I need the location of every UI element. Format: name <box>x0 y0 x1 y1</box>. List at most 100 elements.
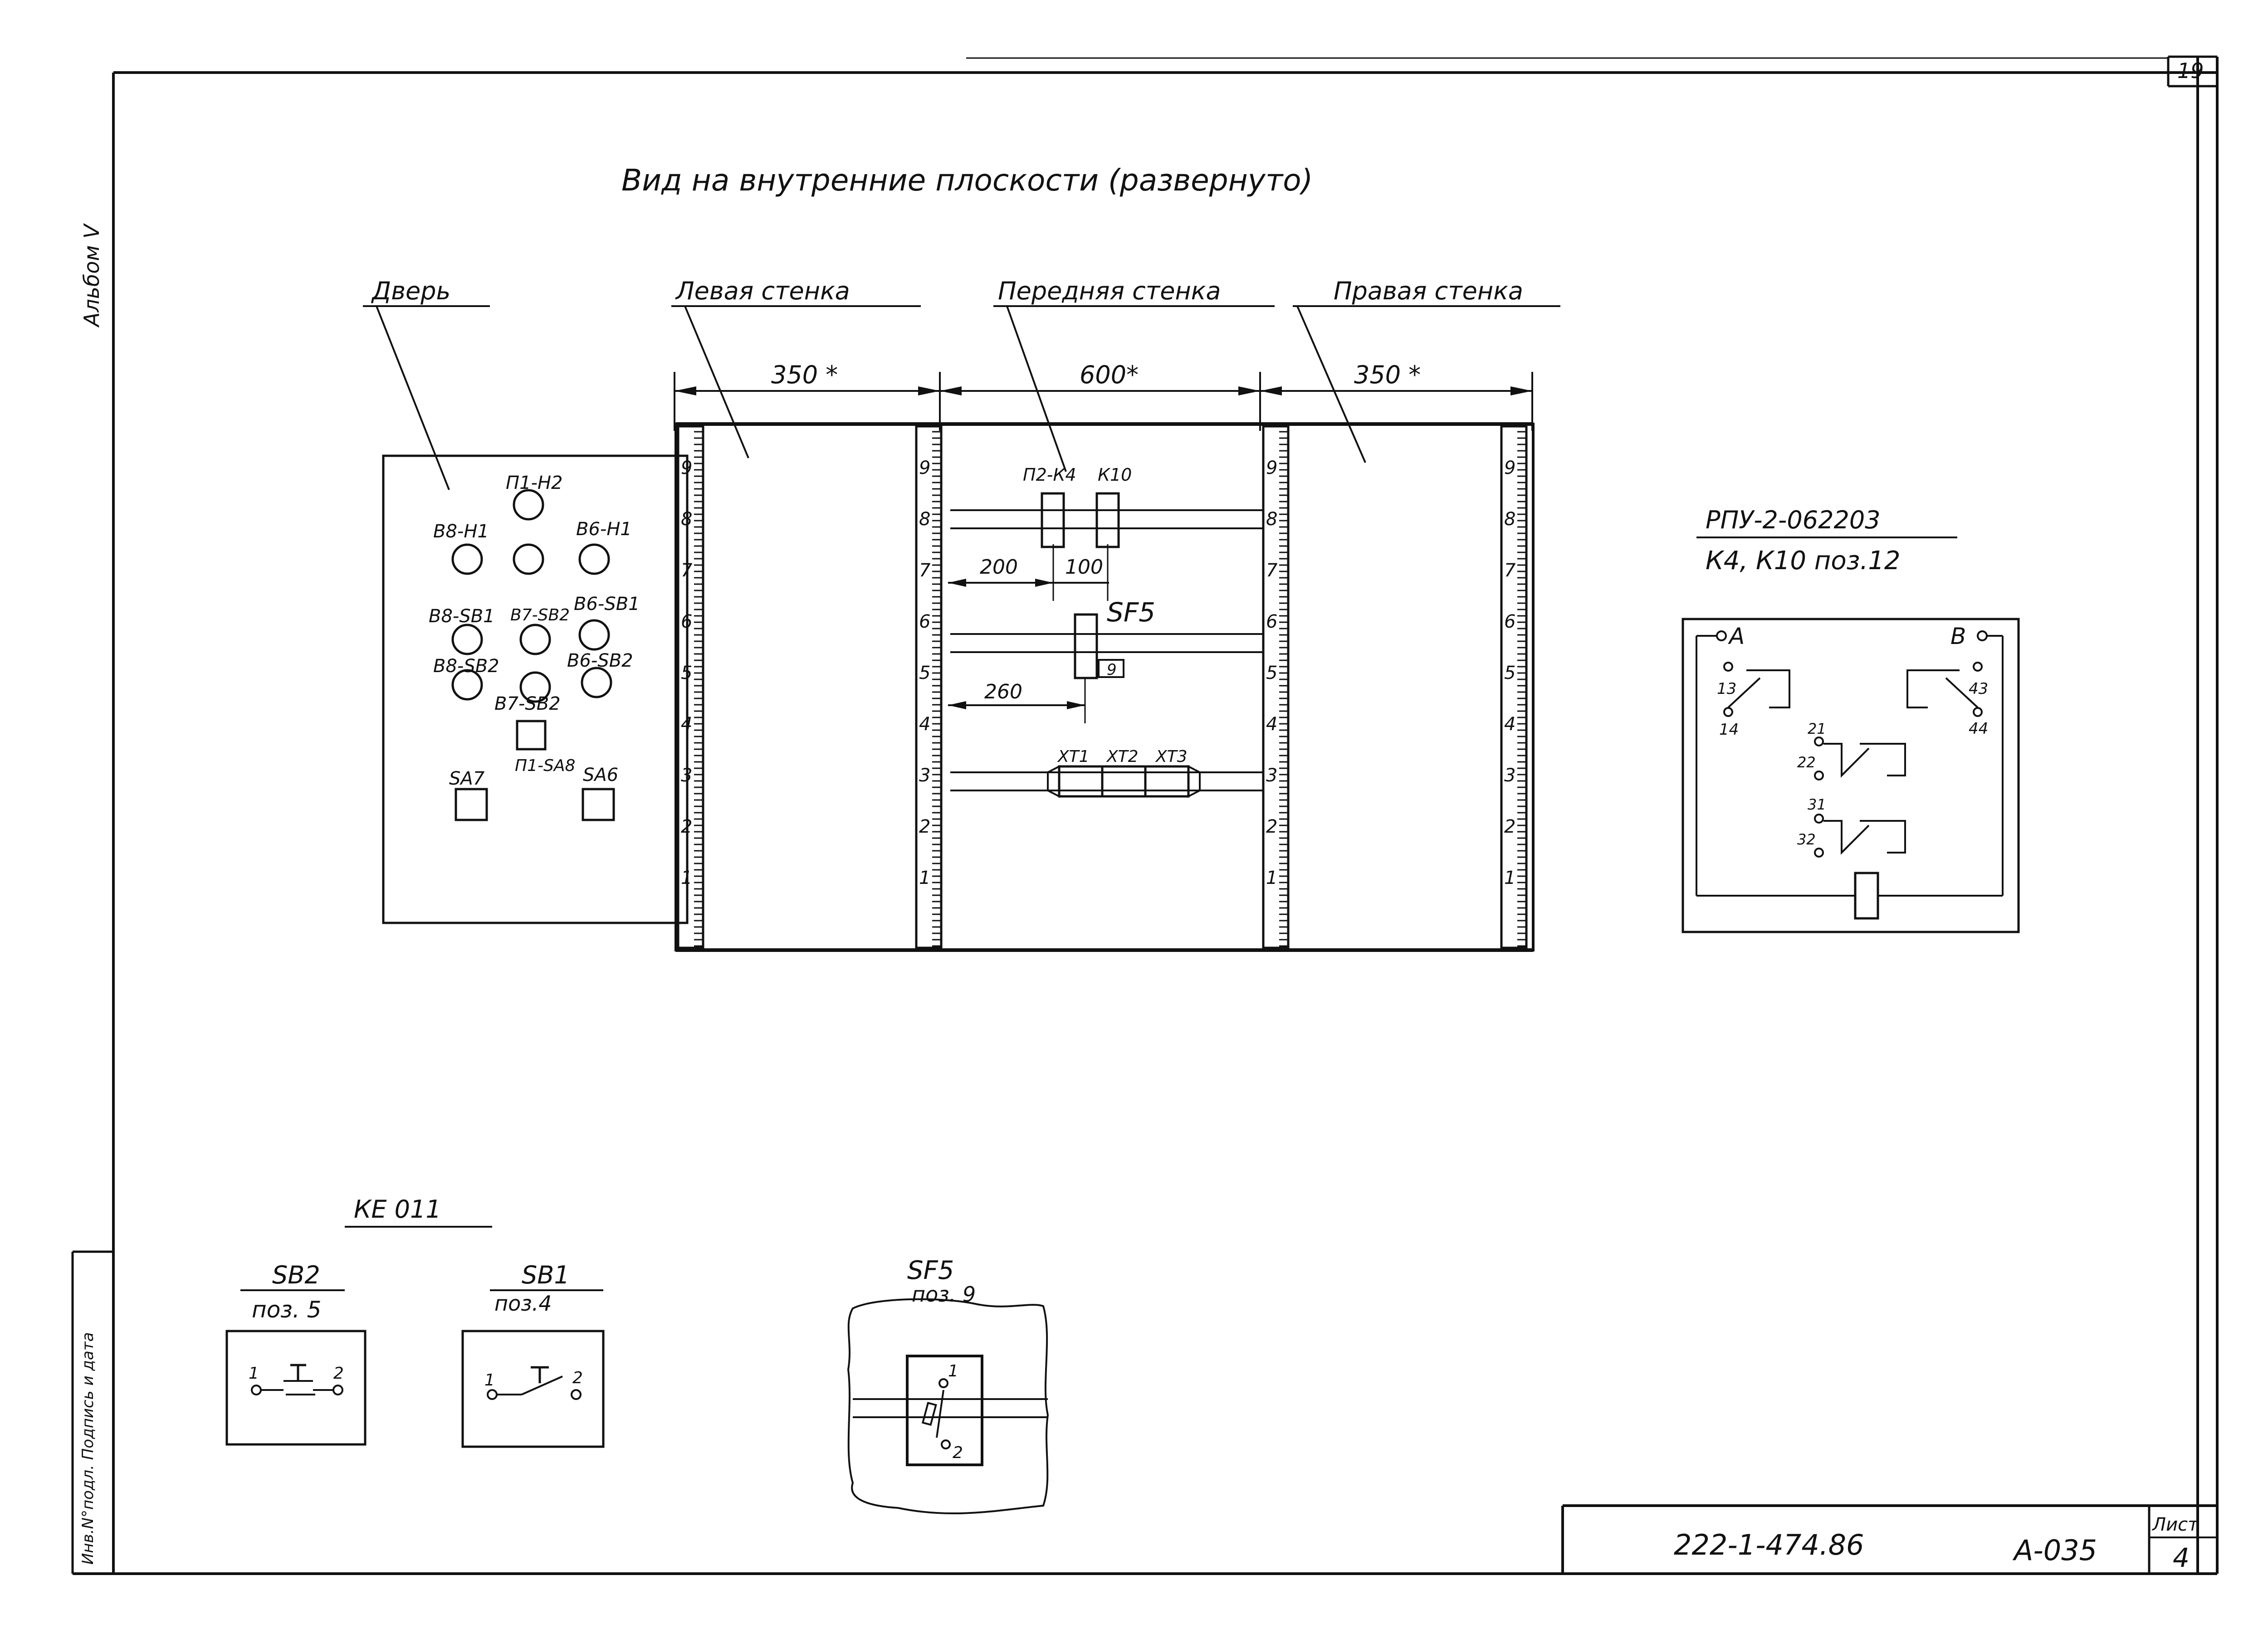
switch-sa6 <box>582 788 615 821</box>
rail-number: 1 <box>681 868 692 888</box>
rail-number: 5 <box>1266 663 1277 683</box>
sheet-label: Лист <box>2151 1514 2199 1535</box>
rail-number: 9 <box>1504 458 1515 478</box>
dim-100: 100 <box>1065 556 1103 579</box>
door-panel <box>382 454 689 924</box>
rail-number: 3 <box>919 765 930 786</box>
dim-right-350: 350 * <box>1354 361 1421 389</box>
rail-number: 2 <box>1266 816 1277 837</box>
relay-t32: 32 <box>1797 831 1816 848</box>
label-sa6: SA6 <box>583 765 618 785</box>
label-b6-sb2: В6-SB2 <box>567 650 633 671</box>
relay-t21: 21 <box>1808 720 1826 737</box>
front-terminals <box>1047 765 1201 798</box>
top-dimensions <box>674 372 1533 431</box>
sheet-number: 19 <box>2177 59 2204 83</box>
sb2-pos: поз. 5 <box>252 1297 321 1323</box>
doc-code: А-035 <box>2012 1534 2097 1567</box>
rail-strip-4 <box>1500 425 1528 949</box>
rail-number: 7 <box>1504 560 1516 581</box>
rail-number: 8 <box>919 509 930 530</box>
button-b8-sb1 <box>451 624 483 655</box>
title-block <box>1561 1504 2217 1574</box>
label-xt1: XT1 <box>1057 747 1090 766</box>
door-label: Дверь <box>371 277 450 305</box>
label-sa7: SA7 <box>449 768 485 789</box>
rail-number: 6 <box>919 611 930 632</box>
button-series: КЕ 011 <box>354 1195 441 1224</box>
label-b7-sb2-top: В7-SB2 <box>510 606 570 624</box>
rail-number: 6 <box>1504 611 1515 632</box>
sb1-t2: 2 <box>572 1369 583 1387</box>
rail-number: 5 <box>919 663 930 683</box>
relay-t31: 31 <box>1808 796 1826 813</box>
rail-number: 7 <box>1266 560 1278 581</box>
rail-number: 6 <box>681 611 692 632</box>
label-xt3: XT3 <box>1155 747 1188 766</box>
relay-items: К4, К10 поз.12 <box>1706 546 1901 576</box>
sheet-no: 4 <box>2173 1542 2190 1573</box>
dim-200: 200 <box>980 556 1018 579</box>
sheet-frame <box>71 55 2219 1575</box>
rail-number: 1 <box>1504 868 1515 888</box>
rail-number: 2 <box>681 816 692 837</box>
breaker-t2: 2 <box>953 1444 963 1462</box>
rail-number: 1 <box>919 868 930 888</box>
relay-t13: 13 <box>1717 680 1736 698</box>
side-stamp-label: Инв.N°подл. Подпись и дата <box>79 1332 97 1565</box>
dim-left-350: 350 * <box>771 361 838 389</box>
lamp-center-h <box>513 543 544 575</box>
rail-number: 8 <box>1266 509 1277 530</box>
rail-number: 7 <box>919 560 931 581</box>
label-b8-sb1: В8-SB1 <box>429 606 495 627</box>
label-b6-sb1: В6-SB1 <box>574 594 640 615</box>
sb1-t1: 1 <box>484 1371 495 1390</box>
relay-terminal-a: A <box>1728 623 1745 649</box>
relay-p2-k4 <box>1041 492 1065 548</box>
rail-number: 8 <box>681 509 692 530</box>
label-b6-h1: В6-Н1 <box>576 519 632 540</box>
dim-front-600: 600* <box>1080 361 1139 389</box>
rail-number: 9 <box>919 458 930 478</box>
sb1-label: SB1 <box>522 1261 570 1289</box>
lamp-b6-h1 <box>578 543 610 575</box>
relay-t14: 14 <box>1719 721 1739 739</box>
rail-number: 5 <box>1504 663 1515 683</box>
panel-labels: Дверь Левая стенка Передняя стенка Права… <box>363 277 1560 490</box>
sb2-symbol <box>225 1330 367 1446</box>
switch-sa7 <box>455 788 488 821</box>
rail-number: 1 <box>1266 868 1277 888</box>
rail-strip-2 <box>915 425 943 949</box>
relay-k10 <box>1095 492 1120 548</box>
relay-coil <box>1854 872 1879 920</box>
breaker-sf5-tag <box>1098 659 1124 678</box>
rail-number: 7 <box>681 560 693 581</box>
label-b8-h1: В8-Н1 <box>433 521 489 542</box>
rail-strip-1 <box>677 425 704 949</box>
rail-number: 8 <box>1504 509 1515 530</box>
rail-number: 2 <box>1504 816 1515 837</box>
dim-260: 260 <box>984 680 1022 703</box>
rail-strip-3 <box>1262 425 1290 949</box>
right-wall-label: Правая стенка <box>1334 277 1523 305</box>
sb2-label: SB2 <box>272 1261 320 1289</box>
button-b7-sb2-top <box>519 624 551 655</box>
relay-terminal-b: B <box>1950 623 1966 649</box>
sb1-symbol <box>461 1330 605 1448</box>
left-wall-label: Левая стенка <box>675 277 850 305</box>
rail-number: 4 <box>1266 714 1277 735</box>
label-pos9: 9 <box>1107 661 1117 679</box>
album-label: Альбом V <box>79 223 104 328</box>
walls-outline <box>675 422 1535 952</box>
drawing-title: Вид на внутренние плоскости (развернуто) <box>621 163 1313 198</box>
label-p2-k4: П2-К4 <box>1023 465 1076 485</box>
terminal-xt1 <box>1058 765 1104 798</box>
rail-number: 5 <box>681 663 692 683</box>
front-wall-rails <box>950 509 1263 791</box>
relay-t43: 43 <box>1969 680 1988 698</box>
rail-number: 6 <box>1266 611 1277 632</box>
switch-p1-sa8 <box>516 720 547 751</box>
label-sf5: SF5 <box>1107 597 1155 628</box>
rail-number: 4 <box>681 714 692 735</box>
rail-number: 2 <box>919 816 930 837</box>
